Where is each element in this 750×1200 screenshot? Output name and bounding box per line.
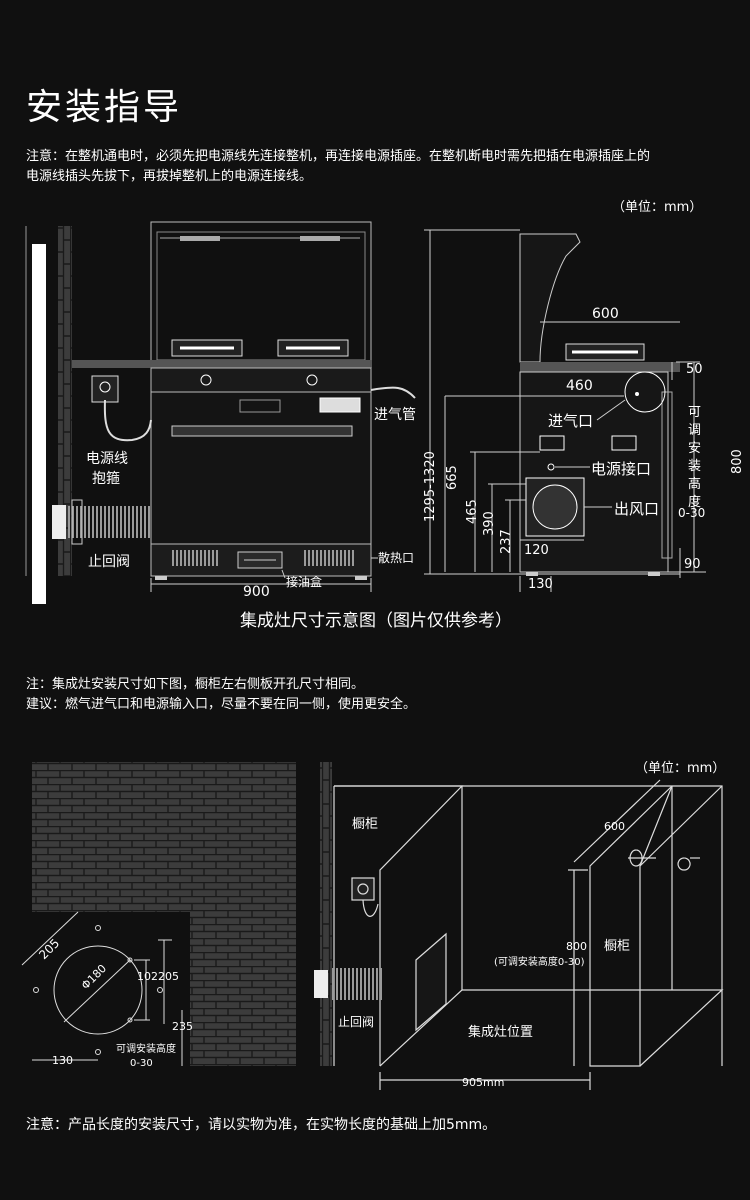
label-d237: 237 <box>499 529 514 554</box>
adjust-char: 高 <box>688 476 701 492</box>
label-adjust-range-wall: 0-30 <box>130 1058 153 1069</box>
label-stove-position: 集成灶位置 <box>468 1024 533 1040</box>
label-130-wall: 130 <box>52 1054 73 1067</box>
adjust-char: 装 <box>688 459 701 474</box>
label-d465: 465 <box>465 499 480 524</box>
label-power-cord: 电源线 <box>86 451 128 467</box>
label-power-port: 电源接口 <box>591 460 651 478</box>
label-depth-600: 600 <box>592 306 619 322</box>
label-d50: 50 <box>686 362 703 377</box>
wall-panel <box>32 244 46 604</box>
label-oil-box: 接油盒 <box>286 574 322 589</box>
side-view <box>444 233 706 592</box>
wall-cutout-view <box>21 762 296 1066</box>
label-adjust-height: 可调安装高度 <box>116 1042 176 1055</box>
label-check-valve: 止回阀 <box>88 554 130 570</box>
label-cabinet-right: 橱柜 <box>604 939 630 954</box>
label-gas-inlet: 进气口 <box>548 412 593 430</box>
adjust-char: 度 <box>688 494 701 510</box>
diagram-caption: 集成灶尺寸示意图（图片仅供参考） <box>240 611 512 631</box>
power-note-line-2: 电源线插头先拔下，再拔掉整机上的电源连接线。 <box>26 169 313 184</box>
label-cabinet-600: 600 <box>604 820 625 833</box>
label-intake-pipe: 进气管 <box>374 407 416 423</box>
label-cabinet-left: 橱柜 <box>352 817 378 832</box>
label-d390: 390 <box>482 511 497 536</box>
wall-bricks <box>58 226 72 576</box>
install-note: 注：集成灶安装尺寸如下图，橱柜左右侧板开孔尺寸相同。 <box>26 677 365 692</box>
label-vent: 散热口 <box>378 550 414 565</box>
label-clamp: 抱箍 <box>92 470 120 487</box>
label-cabinet-905: 905mm <box>462 1076 504 1089</box>
label-height-range: 1295-1320 <box>423 451 438 522</box>
unit-label-bottom: （单位：mm） <box>635 761 726 776</box>
label-cabinet-800: 800 <box>566 940 587 953</box>
adjust-height-vertical: 可 调 安 装 高 度 <box>688 405 701 510</box>
label-205: 205 <box>158 970 179 983</box>
adjust-char: 可 <box>688 405 701 420</box>
unit-label-top: （单位：mm） <box>612 200 703 215</box>
label-outlet: 出风口 <box>614 500 659 518</box>
label-adjust-range: 0-30 <box>678 506 705 520</box>
label-d120: 120 <box>524 543 549 558</box>
label-d800: 800 <box>730 449 745 474</box>
front-view <box>25 221 680 604</box>
label-d460: 460 <box>566 378 593 394</box>
label-235: 235 <box>172 1020 193 1033</box>
label-d130: 130 <box>528 577 553 592</box>
adjust-char: 安 <box>688 441 701 456</box>
safety-suggestion: 建议：燃气进气口和电源输入口，尽量不要在同一侧，使用更安全。 <box>26 697 417 712</box>
adjust-char: 调 <box>688 423 701 438</box>
label-d665: 665 <box>445 465 460 490</box>
label-cabinet-check-valve: 止回阀 <box>338 1015 374 1029</box>
label-102: 102 <box>137 970 158 983</box>
length-note: 注意：产品长度的安装尺寸，请以实物为准，在实物长度的基础上加5mm。 <box>26 1117 497 1133</box>
label-cabinet-adjust: (可调安装高度0-30) <box>494 955 585 968</box>
page-title: 安装指导 <box>26 87 183 128</box>
label-width-900: 900 <box>243 584 270 600</box>
label-d90: 90 <box>684 557 701 572</box>
cabinet-view <box>314 762 724 1090</box>
power-note-line-1: 注意：在整机通电时，必须先把电源线先连接整机，再连接电源插座。在整机断电时需先把… <box>26 149 651 164</box>
